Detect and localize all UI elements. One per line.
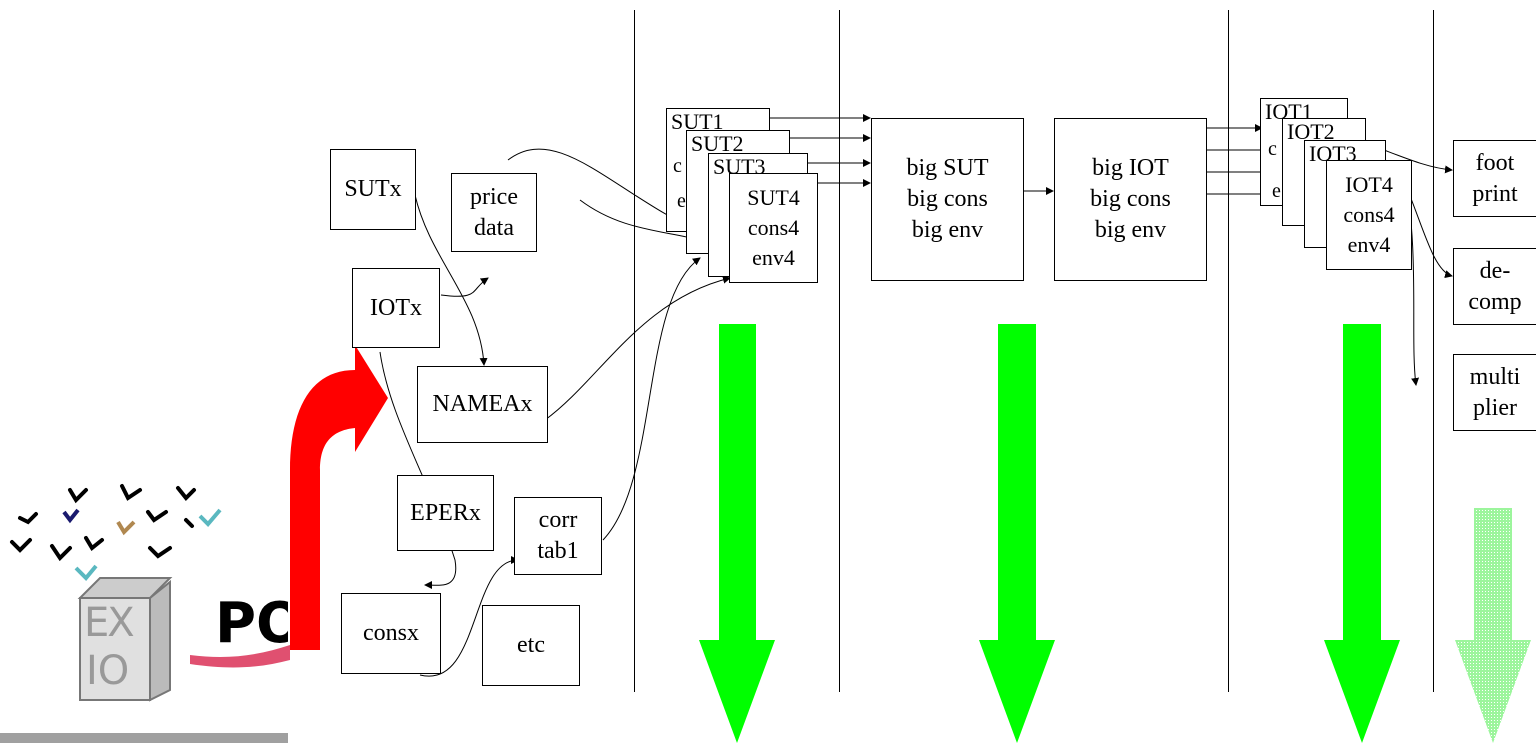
iot-peek-e: e (1272, 180, 1281, 202)
flow-arrow-4 (1455, 508, 1531, 743)
price-data-line2: data (474, 214, 514, 241)
stage-divider-4 (1433, 10, 1434, 692)
sut4-cons: cons4 (747, 215, 800, 240)
nameax-box: NAMEAx (417, 366, 548, 443)
big-sut-box: big SUT big cons big env (871, 118, 1024, 281)
exio-logo-graphic (0, 484, 290, 743)
logo-block-letters-bottom: IO (86, 648, 130, 694)
nameax-label: NAMEAx (432, 391, 533, 417)
iot4-cons: cons4 (1343, 202, 1395, 227)
price-data-line1: price (470, 183, 518, 210)
price-data-box: price data (451, 173, 537, 252)
iot4-env: env4 (1347, 232, 1391, 257)
iotx-label: IOTx (370, 294, 422, 321)
iot-peek-c: c (1268, 138, 1277, 160)
sut1-title: SUT1 (671, 109, 724, 134)
corr-tab-line1: corr (538, 507, 578, 533)
etc-box: etc (482, 605, 580, 686)
decomp-line1: de- (1479, 257, 1511, 284)
flow-arrow-1 (699, 324, 775, 743)
stage-divider-3 (1228, 10, 1229, 692)
iot4-title: IOT4 (1345, 172, 1393, 197)
stage-divider-2 (839, 10, 840, 692)
sut2-title: SUT2 (691, 131, 744, 156)
multiplier-line2: plier (1473, 394, 1517, 421)
sut4-card: SUT4 cons4 env4 (729, 173, 818, 283)
big-iot-line2: big cons (1090, 186, 1171, 212)
big-iot-box: big IOT big cons big env (1054, 118, 1207, 281)
big-iot-line1: big IOT (1092, 155, 1169, 181)
sutx-label: SUTx (344, 176, 402, 202)
iot4-card: IOT4 cons4 env4 (1326, 160, 1412, 270)
decomp-box: de- comp (1453, 248, 1536, 325)
flow-arrow-3 (1324, 324, 1400, 743)
sutx-box: SUTx (330, 149, 416, 230)
eperx-label: EPERx (410, 499, 481, 526)
eperx-box: EPERx (397, 475, 494, 551)
big-sut-line3: big env (911, 217, 984, 243)
red-curved-arrow (290, 345, 388, 650)
logo-block-letters-top: EX (84, 600, 135, 646)
consx-box: consx (341, 593, 441, 674)
iot2-title: IOT2 (1287, 119, 1335, 144)
po-logo-text: PO (215, 596, 288, 652)
multiplier-box: multi plier (1453, 354, 1536, 431)
multiplier-line1: multi (1469, 363, 1521, 390)
footprint-line2: print (1472, 180, 1518, 207)
corr-tab-line2: tab1 (537, 538, 579, 564)
big-sut-line2: big cons (907, 186, 988, 212)
sut4-env: env4 (752, 245, 795, 270)
corr-tab-box: corr tab1 (514, 497, 602, 575)
footprint-box: foot print (1453, 140, 1536, 217)
decomp-line2: comp (1468, 288, 1522, 315)
etc-label: etc (517, 632, 545, 658)
big-sut-line1: big SUT (906, 155, 989, 181)
flow-arrow-2 (979, 324, 1055, 743)
footprint-line1: foot (1475, 149, 1515, 176)
big-iot-line3: big env (1094, 217, 1167, 243)
sut4-title: SUT4 (747, 185, 800, 210)
sut-peek-c: c (673, 155, 682, 177)
stage-divider-1 (634, 10, 635, 692)
iotx-box: IOTx (352, 268, 440, 348)
sut-peek-e: e (677, 190, 686, 212)
consx-label: consx (363, 620, 419, 646)
